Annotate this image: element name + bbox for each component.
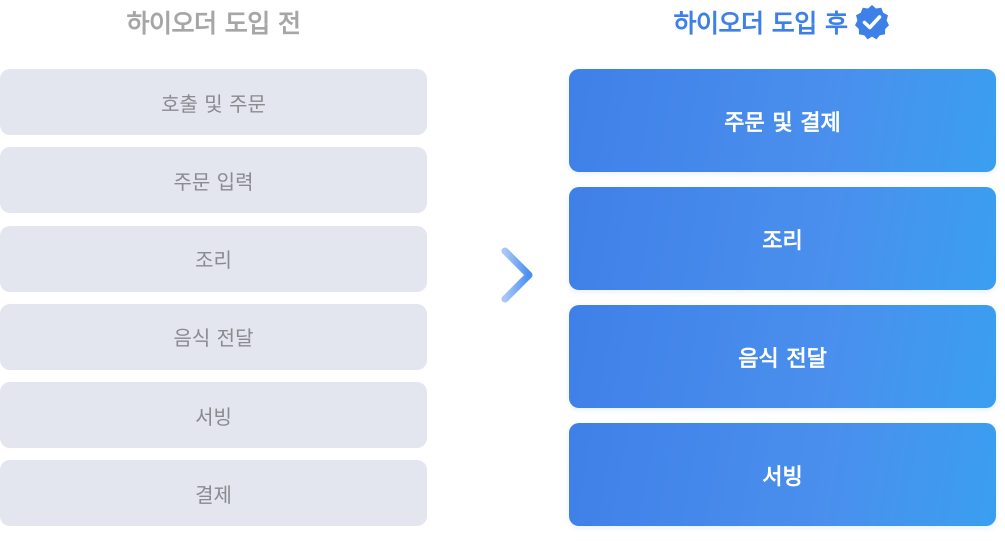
after-steps-list: 주문 및 결제 조리 음식 전달 서빙: [569, 69, 996, 541]
before-step-label: 서빙: [195, 404, 232, 429]
before-steps-list: 호출 및 주문 주문 입력 조리 음식 전달 서빙 결제: [0, 69, 427, 539]
after-step: 서빙: [569, 423, 996, 526]
before-step: 서빙: [0, 382, 427, 449]
before-step-label: 결제: [195, 482, 232, 507]
after-title-text: 하이오더 도입 후: [673, 9, 848, 38]
before-title-text: 하이오더 도입 전: [126, 9, 301, 38]
after-step: 조리: [569, 187, 996, 290]
after-step-label: 주문 및 결제: [724, 110, 841, 136]
after-step-label: 조리: [762, 228, 803, 254]
before-step-label: 음식 전달: [173, 326, 254, 351]
after-step-label: 서빙: [762, 464, 803, 490]
before-step: 조리: [0, 225, 427, 292]
before-step: 음식 전달: [0, 303, 427, 370]
after-step: 주문 및 결제: [569, 69, 996, 172]
before-step: 호출 및 주문: [0, 69, 427, 135]
before-step: 결제: [0, 460, 427, 527]
after-step: 음식 전달: [569, 305, 996, 408]
before-step-label: 조리: [195, 248, 232, 273]
before-step-label: 주문 입력: [173, 169, 254, 194]
before-step-label: 호출 및 주문: [161, 91, 266, 116]
verified-check-icon: [853, 3, 891, 41]
before-step: 주문 입력: [0, 147, 427, 214]
arrow-right-icon: [471, 245, 537, 305]
before-title: 하이오더 도입 전: [0, 2, 427, 42]
after-step-label: 음식 전달: [738, 346, 827, 372]
after-title: 하이오더 도입 후: [569, 2, 996, 42]
